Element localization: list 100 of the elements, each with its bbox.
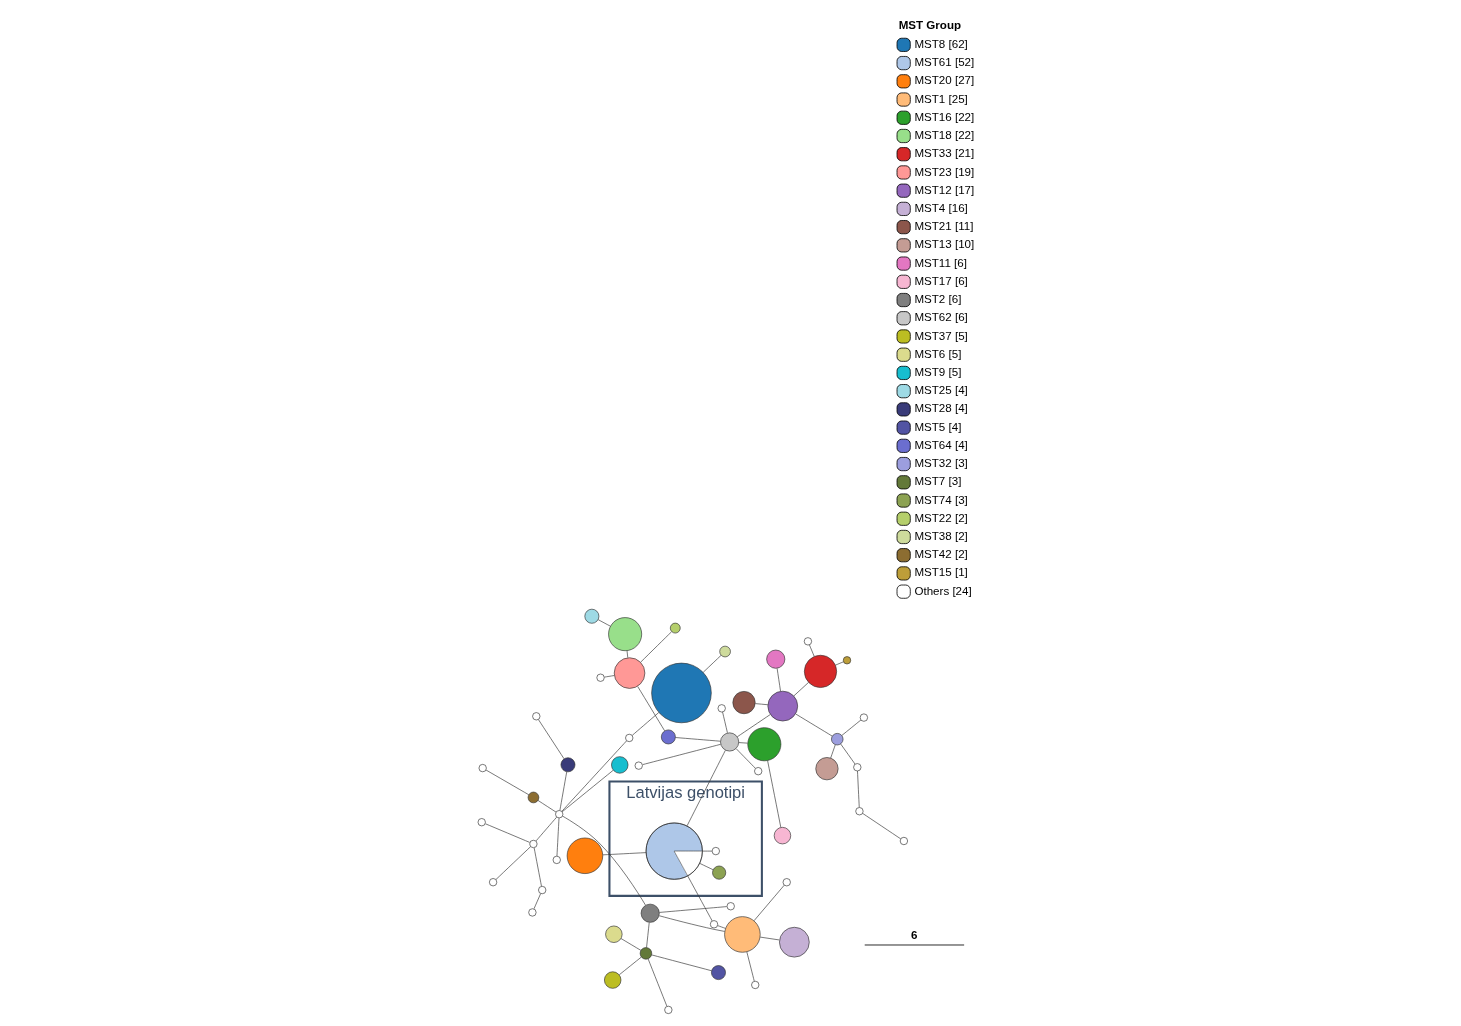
node-circle (663, 1005, 672, 1014)
label: 6 (910, 928, 918, 941)
legend-label: MST11 [6] (913, 256, 967, 269)
connector (699, 863, 713, 870)
node-circle (477, 818, 486, 827)
node-circle (584, 608, 599, 624)
node-circle (669, 622, 681, 634)
connector (650, 954, 712, 972)
legend-label: MST4 [16] (913, 201, 968, 214)
label: MST Group (898, 18, 961, 31)
node-circle (634, 761, 643, 770)
legend-label: MST62 [6] (913, 311, 968, 324)
connector (746, 951, 755, 982)
node-circle (488, 878, 497, 887)
connector (639, 631, 672, 663)
connector (701, 850, 712, 852)
legend-label: MST20 [27] (913, 74, 974, 87)
node-circle (899, 836, 908, 846)
connector (834, 661, 844, 666)
node-circle (613, 657, 645, 689)
legend-label: MST32 [3] (913, 457, 968, 470)
legend-label: MST16 [22] (913, 110, 974, 123)
connector (793, 682, 809, 697)
connector (537, 800, 556, 813)
connector (808, 644, 815, 657)
connector (561, 740, 627, 812)
connector (485, 769, 529, 796)
legend-label: Others [24] (913, 584, 972, 597)
node-circle (537, 886, 546, 895)
node-circle (750, 980, 759, 989)
connector (861, 813, 901, 840)
node-circle (554, 810, 563, 819)
node-circle (852, 763, 861, 772)
connector (620, 938, 641, 951)
node-circle (528, 839, 537, 849)
connector (658, 906, 727, 913)
node-circle (527, 791, 539, 804)
connector (794, 713, 833, 737)
legend-label: MST8 [62] (913, 37, 968, 50)
connector (631, 712, 659, 736)
node-circle (710, 965, 726, 980)
connector (559, 771, 567, 811)
legend-label: MST28 [4] (913, 402, 968, 415)
legend-label: MST23 [19] (913, 165, 974, 178)
node-circle (595, 673, 605, 682)
legend-label: MST12 [17] (913, 183, 974, 196)
connector (686, 875, 713, 922)
node-circle (560, 757, 575, 773)
legend-label: MST42 [2] (913, 548, 968, 561)
legend-label: MST25 [4] (913, 384, 968, 397)
connector (641, 744, 721, 765)
node-circle (610, 756, 628, 774)
node-circle (478, 764, 487, 773)
node-circle (711, 847, 720, 856)
node-circle (814, 757, 838, 781)
connector (645, 922, 650, 948)
legend-label: MST38 [2] (913, 530, 968, 543)
legend-label: MST61 [52] (913, 56, 974, 69)
node-circle (778, 926, 810, 958)
connector (561, 769, 614, 813)
legend-label: MST2 [6] (913, 293, 961, 306)
legend-label: MST21 [11] (913, 220, 973, 233)
node-circle (650, 662, 712, 724)
node-circle (767, 690, 798, 722)
node-circle (854, 807, 863, 816)
node-circle (726, 902, 735, 911)
connector (603, 675, 615, 678)
node-circle (859, 713, 868, 722)
connector (556, 817, 559, 857)
connector (686, 749, 726, 827)
legend-label: MST13 [10] (913, 238, 974, 251)
connector (737, 742, 748, 744)
legend-label: MST5 [4] (913, 420, 961, 433)
connector (636, 686, 665, 732)
node-circle (624, 733, 633, 742)
node-circle (732, 691, 756, 715)
node-circle (603, 971, 621, 989)
connector (856, 770, 860, 808)
legend-label: MST15 [1] (913, 566, 968, 579)
legend-label: MST9 [5] (913, 365, 961, 378)
connector (766, 760, 781, 828)
legend-label: MST33 [21] (913, 147, 974, 160)
legend-label: MST6 [5] (913, 347, 961, 360)
node-circle (753, 767, 762, 776)
legend-label: MST1 [25] (913, 92, 968, 105)
node-circle (639, 947, 652, 960)
legend-label: MST64 [4] (913, 438, 968, 451)
node-circle (746, 727, 781, 762)
node-circle (782, 878, 791, 887)
connector (721, 711, 728, 734)
connector (674, 737, 721, 742)
connector (716, 925, 726, 929)
connector (829, 744, 836, 759)
node-circle (640, 903, 660, 923)
connector (484, 823, 530, 843)
connector (841, 719, 861, 736)
connector (759, 936, 780, 941)
node-circle (552, 855, 561, 864)
connector (702, 655, 721, 673)
node-circle (607, 617, 642, 652)
